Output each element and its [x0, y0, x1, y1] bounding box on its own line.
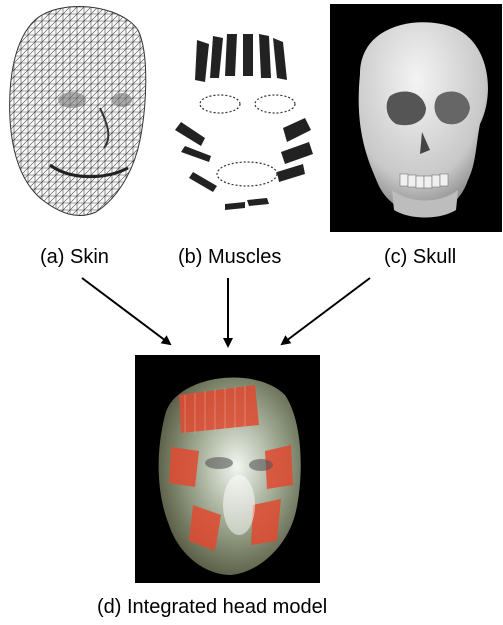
- caption-integrated-head-model: (d) Integrated head model: [97, 596, 327, 619]
- arrow-skin-to-head: [82, 278, 170, 344]
- caption-skin: (a) Skin: [40, 246, 109, 269]
- caption-muscles: (b) Muscles: [178, 246, 281, 269]
- arrow-skull-to-head: [282, 278, 370, 344]
- integrated-head-model-image: [135, 355, 320, 583]
- caption-skull: (c) Skull: [384, 246, 456, 269]
- muscles-image: [165, 22, 320, 222]
- skin-wireframe-image: [0, 0, 150, 220]
- skull-image: [330, 4, 502, 232]
